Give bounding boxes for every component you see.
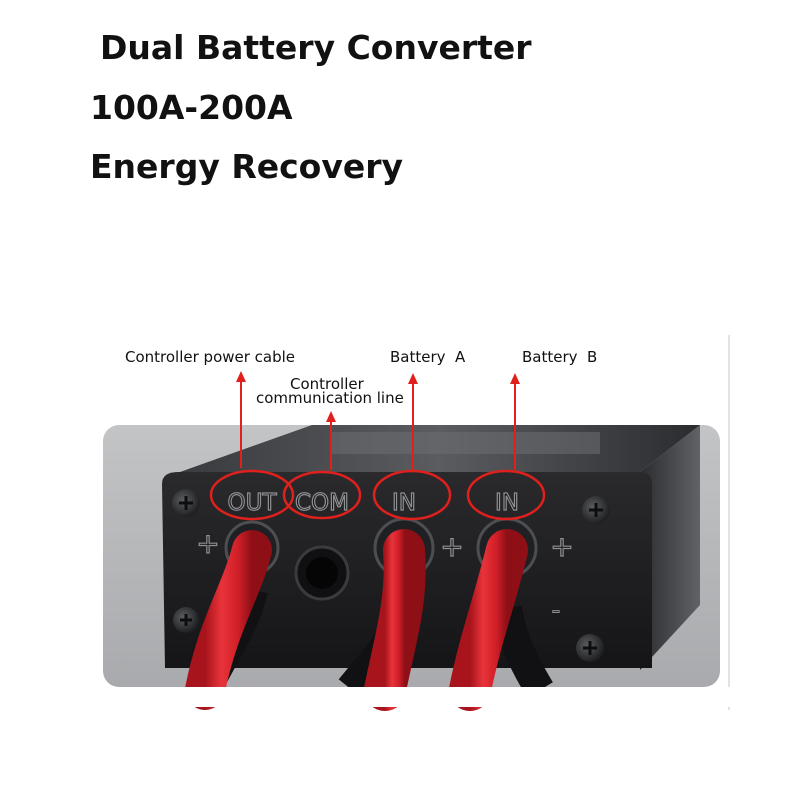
current-range: 100A-200A [90, 88, 293, 127]
com-highlight [282, 470, 362, 520]
red-cable [185, 530, 272, 710]
communication-line-label: communication line [256, 389, 404, 407]
plus-marking: + [440, 530, 463, 563]
com-port [294, 545, 350, 601]
red-cable [364, 529, 426, 711]
red-cable [449, 529, 528, 711]
in-a-highlight [372, 469, 452, 521]
controller-label: Controller [290, 375, 364, 393]
screw-icon [576, 634, 604, 662]
screw-icon [172, 489, 200, 517]
in-a-marking: IN [392, 490, 416, 516]
controller-power-cable-label: Controller power cable [125, 348, 296, 366]
photo-crop [100, 687, 730, 707]
feature-label: Energy Recovery [90, 147, 404, 186]
out-marking: OUT [228, 490, 278, 516]
battery-a-label: Battery A [390, 348, 466, 366]
product-title: Dual Battery Converter [100, 28, 532, 67]
housing-side [640, 425, 700, 670]
plus-marking: + [550, 530, 573, 563]
photo-border [728, 335, 730, 710]
arrow-up-icon [408, 373, 418, 470]
in-b-marking: IN [495, 490, 519, 516]
housing-label-strip [330, 432, 600, 454]
arrow-up-icon [236, 371, 246, 468]
screw-icon [173, 607, 199, 633]
minus-marking: - [552, 596, 561, 624]
out-highlight [209, 469, 295, 521]
screw-icon [582, 496, 610, 524]
battery-b-label: Battery B [522, 348, 598, 366]
com-marking: COM [295, 490, 349, 516]
arrow-up-icon [510, 373, 520, 470]
plus-marking: + [196, 527, 219, 560]
arrow-up-icon [326, 411, 336, 470]
in-b-highlight [466, 469, 546, 521]
